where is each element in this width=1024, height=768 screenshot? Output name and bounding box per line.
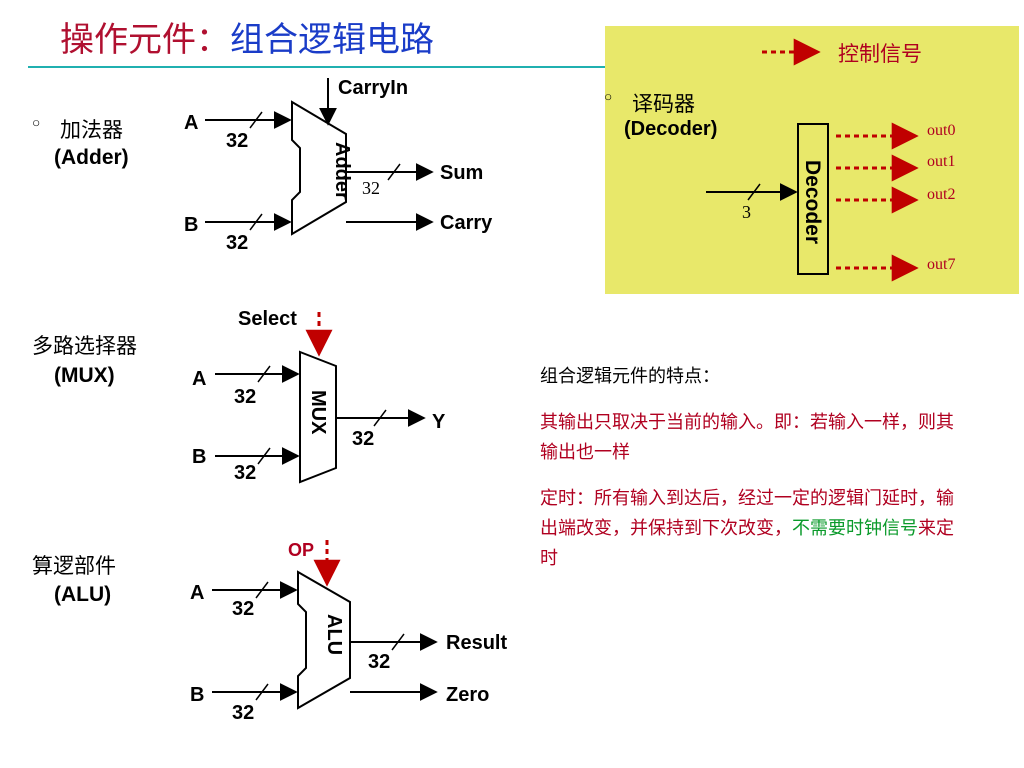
- alu-input-b-label: B: [190, 684, 205, 706]
- mux-input-b-label: B: [192, 446, 207, 468]
- alu-bus-slash-result: [391, 633, 405, 651]
- mux-name-en: (MUX): [54, 364, 115, 387]
- alu-bus-slash-b: [255, 683, 269, 701]
- adder-input-a-label: A: [184, 112, 199, 134]
- mux-bus-slash-a: [257, 365, 271, 383]
- alu-bus-slash-a: [255, 581, 269, 599]
- title-underline: [28, 66, 606, 68]
- decoder-input-width: 3: [742, 202, 751, 222]
- adder-block: [291, 100, 347, 236]
- decoder-out2-label: out2: [927, 186, 956, 203]
- mux-diagram: [215, 312, 426, 484]
- title-part-1: 操作元件：: [60, 20, 230, 60]
- alu-op-label: OP: [288, 540, 315, 560]
- legend-control-signal-label: 控制信号: [838, 42, 922, 66]
- features-paragraph-2: 定时：所有输入到达后，经过一定的逻辑门延时，输出端改变，并保持到下次改变，不需要…: [540, 484, 960, 574]
- adder-width-b: 32: [226, 232, 249, 254]
- adder-carry-label: Carry: [440, 212, 493, 234]
- decoder-name-en: (Decoder): [624, 118, 718, 140]
- adder-diagram: [205, 78, 434, 236]
- mux-bus-slash-y: [373, 409, 387, 427]
- adder-block-label: Adder: [331, 142, 353, 200]
- decoder-out7-label: out7: [927, 256, 956, 273]
- mux-block: [299, 350, 337, 484]
- decoder-name-cn: 译码器: [632, 92, 695, 116]
- alu-width-result: 32: [368, 651, 391, 673]
- decoder-panel: [605, 26, 1019, 294]
- alu-block: [297, 570, 351, 710]
- adder-bus-slash-b: [249, 213, 263, 231]
- mux-select-label: Select: [238, 308, 297, 330]
- alu-name-cn: 算逻部件: [32, 554, 116, 578]
- alu-diagram: [212, 540, 438, 710]
- alu-input-a-label: A: [190, 582, 205, 604]
- alu-block-label: ALU: [323, 614, 345, 656]
- adder-sum-label: Sum: [440, 162, 484, 184]
- decoder-bullet: ◦: [602, 86, 615, 110]
- mux-input-a-label: A: [192, 368, 207, 390]
- alu-width-b: 32: [232, 702, 255, 724]
- alu-zero-label: Zero: [446, 684, 490, 706]
- features-p2-main: 定时：所有输入到达后，经过一定的逻辑门延时，输出端改变，并保持到下次改变，: [540, 488, 954, 539]
- mux-output-y-label: Y: [432, 411, 446, 433]
- adder-carryin-label: CarryIn: [338, 77, 409, 99]
- decoder-block: [797, 123, 829, 275]
- adder-input-b-label: B: [184, 214, 199, 236]
- decoder-bus-slash-in: [747, 183, 761, 201]
- adder-bus-slash-a: [249, 111, 263, 129]
- page-title: 操作元件：组合逻辑电路: [60, 18, 434, 62]
- adder-name-en: (Adder): [54, 146, 129, 169]
- mux-block-label: MUX: [307, 390, 329, 435]
- adder-width-sum: 32: [362, 178, 380, 198]
- decoder-out1-label: out1: [927, 153, 956, 170]
- alu-name-en: (ALU): [54, 583, 112, 606]
- alu-result-label: Result: [446, 632, 508, 654]
- title-part-2: 组合逻辑电路: [230, 20, 434, 60]
- decoder-out0-label: out0: [927, 122, 956, 139]
- adder-bullet: ◦: [30, 112, 43, 136]
- mux-width-y: 32: [352, 428, 375, 450]
- adder-width-a: 32: [226, 130, 249, 152]
- mux-name-cn: 多路选择器: [32, 334, 137, 358]
- mux-width-a: 32: [234, 386, 257, 408]
- adder-bus-slash-sum: [387, 163, 401, 181]
- decoder-block-label: Decoder: [801, 160, 824, 245]
- features-p2-highlight: 不需要时钟信号: [792, 518, 918, 539]
- features-paragraph-1: 其输出只取决于当前的输入。即：若输入一样，则其输出也一样: [540, 412, 954, 463]
- features-p2-end: 来定时: [540, 518, 954, 569]
- decoder-diagram: [706, 38, 919, 282]
- adder-name-cn: 加法器: [60, 118, 123, 142]
- features-heading: 组合逻辑元件的特点：: [540, 366, 720, 387]
- mux-width-b: 32: [234, 462, 257, 484]
- mux-bus-slash-b: [257, 447, 271, 465]
- alu-width-a: 32: [232, 598, 255, 620]
